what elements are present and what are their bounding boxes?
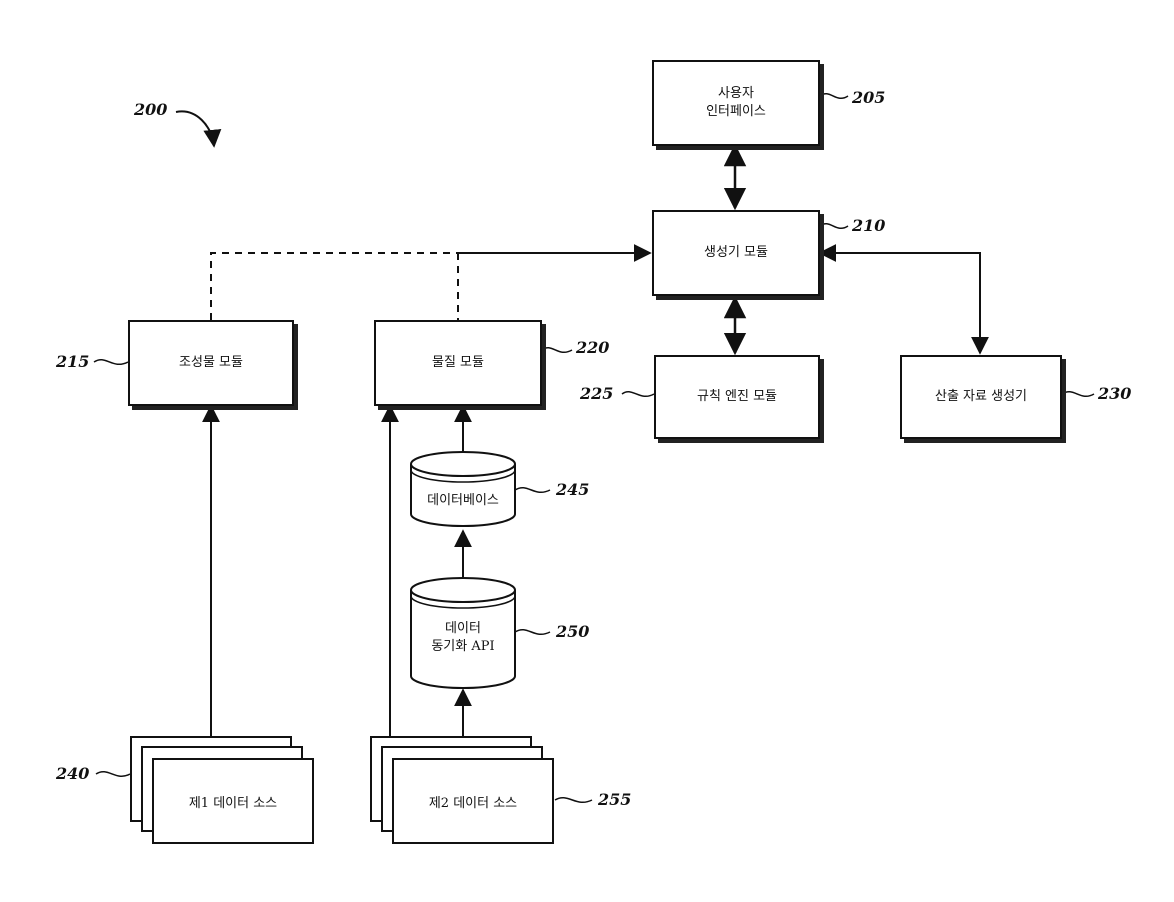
- figure-ref-label: 200: [134, 100, 167, 119]
- leader-245: [515, 488, 550, 493]
- output-generator-ref: 230: [1098, 384, 1131, 403]
- user-interface-ref: 205: [852, 88, 885, 107]
- rule-module-ref: 225: [580, 384, 613, 403]
- leader-205: [820, 94, 848, 99]
- composer-dashed-link: [211, 253, 458, 320]
- composer-module-ref: 215: [56, 352, 89, 371]
- leader-255: [555, 798, 592, 803]
- leader-250: [515, 630, 550, 635]
- rule-module-box: 규칙 엔진 모듈: [654, 355, 820, 439]
- second-data-source-stack: 제2 데이터 소스: [370, 736, 532, 822]
- composer-module-label: 조성물 모듈: [179, 354, 243, 372]
- user-interface-label: 사용자 인터페이스: [706, 85, 766, 120]
- first-data-source-label: 제1 데이터 소스: [189, 792, 277, 811]
- rule-module-label: 규칙 엔진 모듈: [697, 388, 777, 406]
- collection-module-label: 물질 모듈: [432, 354, 484, 372]
- leader-210: [820, 224, 848, 229]
- leader-230: [1062, 392, 1094, 397]
- first-data-source-stack: 제1 데이터 소스: [130, 736, 292, 822]
- data-source-sheet: 제1 데이터 소스: [152, 758, 314, 844]
- database-cylinder: [411, 452, 515, 526]
- output-generator-box: 산출 자료 생성기: [900, 355, 1062, 439]
- generator-module-label: 생성기 모듈: [704, 244, 768, 262]
- data-source-sheet: 제2 데이터 소스: [392, 758, 554, 844]
- user-interface-box: 사용자 인터페이스: [652, 60, 820, 146]
- second-data-source-label: 제2 데이터 소스: [429, 792, 517, 811]
- generator-output-link: [820, 253, 980, 353]
- leader-215: [94, 360, 128, 365]
- composer-module-box: 조성물 모듈: [128, 320, 294, 406]
- generator-module-ref: 210: [852, 216, 885, 235]
- generator-module-box: 생성기 모듈: [652, 210, 820, 296]
- leader-240: [96, 772, 130, 777]
- leader-225: [622, 392, 654, 397]
- figure-pointer-arrow: [176, 111, 214, 146]
- sync-api-label: 데이터 동기화 API: [411, 620, 515, 656]
- leader-220: [542, 348, 572, 353]
- database-label: 데이터베이스: [411, 492, 515, 510]
- sync-api-ref: 250: [556, 622, 589, 641]
- output-generator-label: 산출 자료 생성기: [935, 388, 1027, 406]
- second-data-source-ref: 255: [598, 790, 631, 809]
- first-data-source-ref: 240: [56, 764, 89, 783]
- collection-module-ref: 220: [576, 338, 609, 357]
- collection-module-box: 물질 모듈: [374, 320, 542, 406]
- reference-leaders: [94, 94, 1094, 803]
- database-ref: 245: [556, 480, 589, 499]
